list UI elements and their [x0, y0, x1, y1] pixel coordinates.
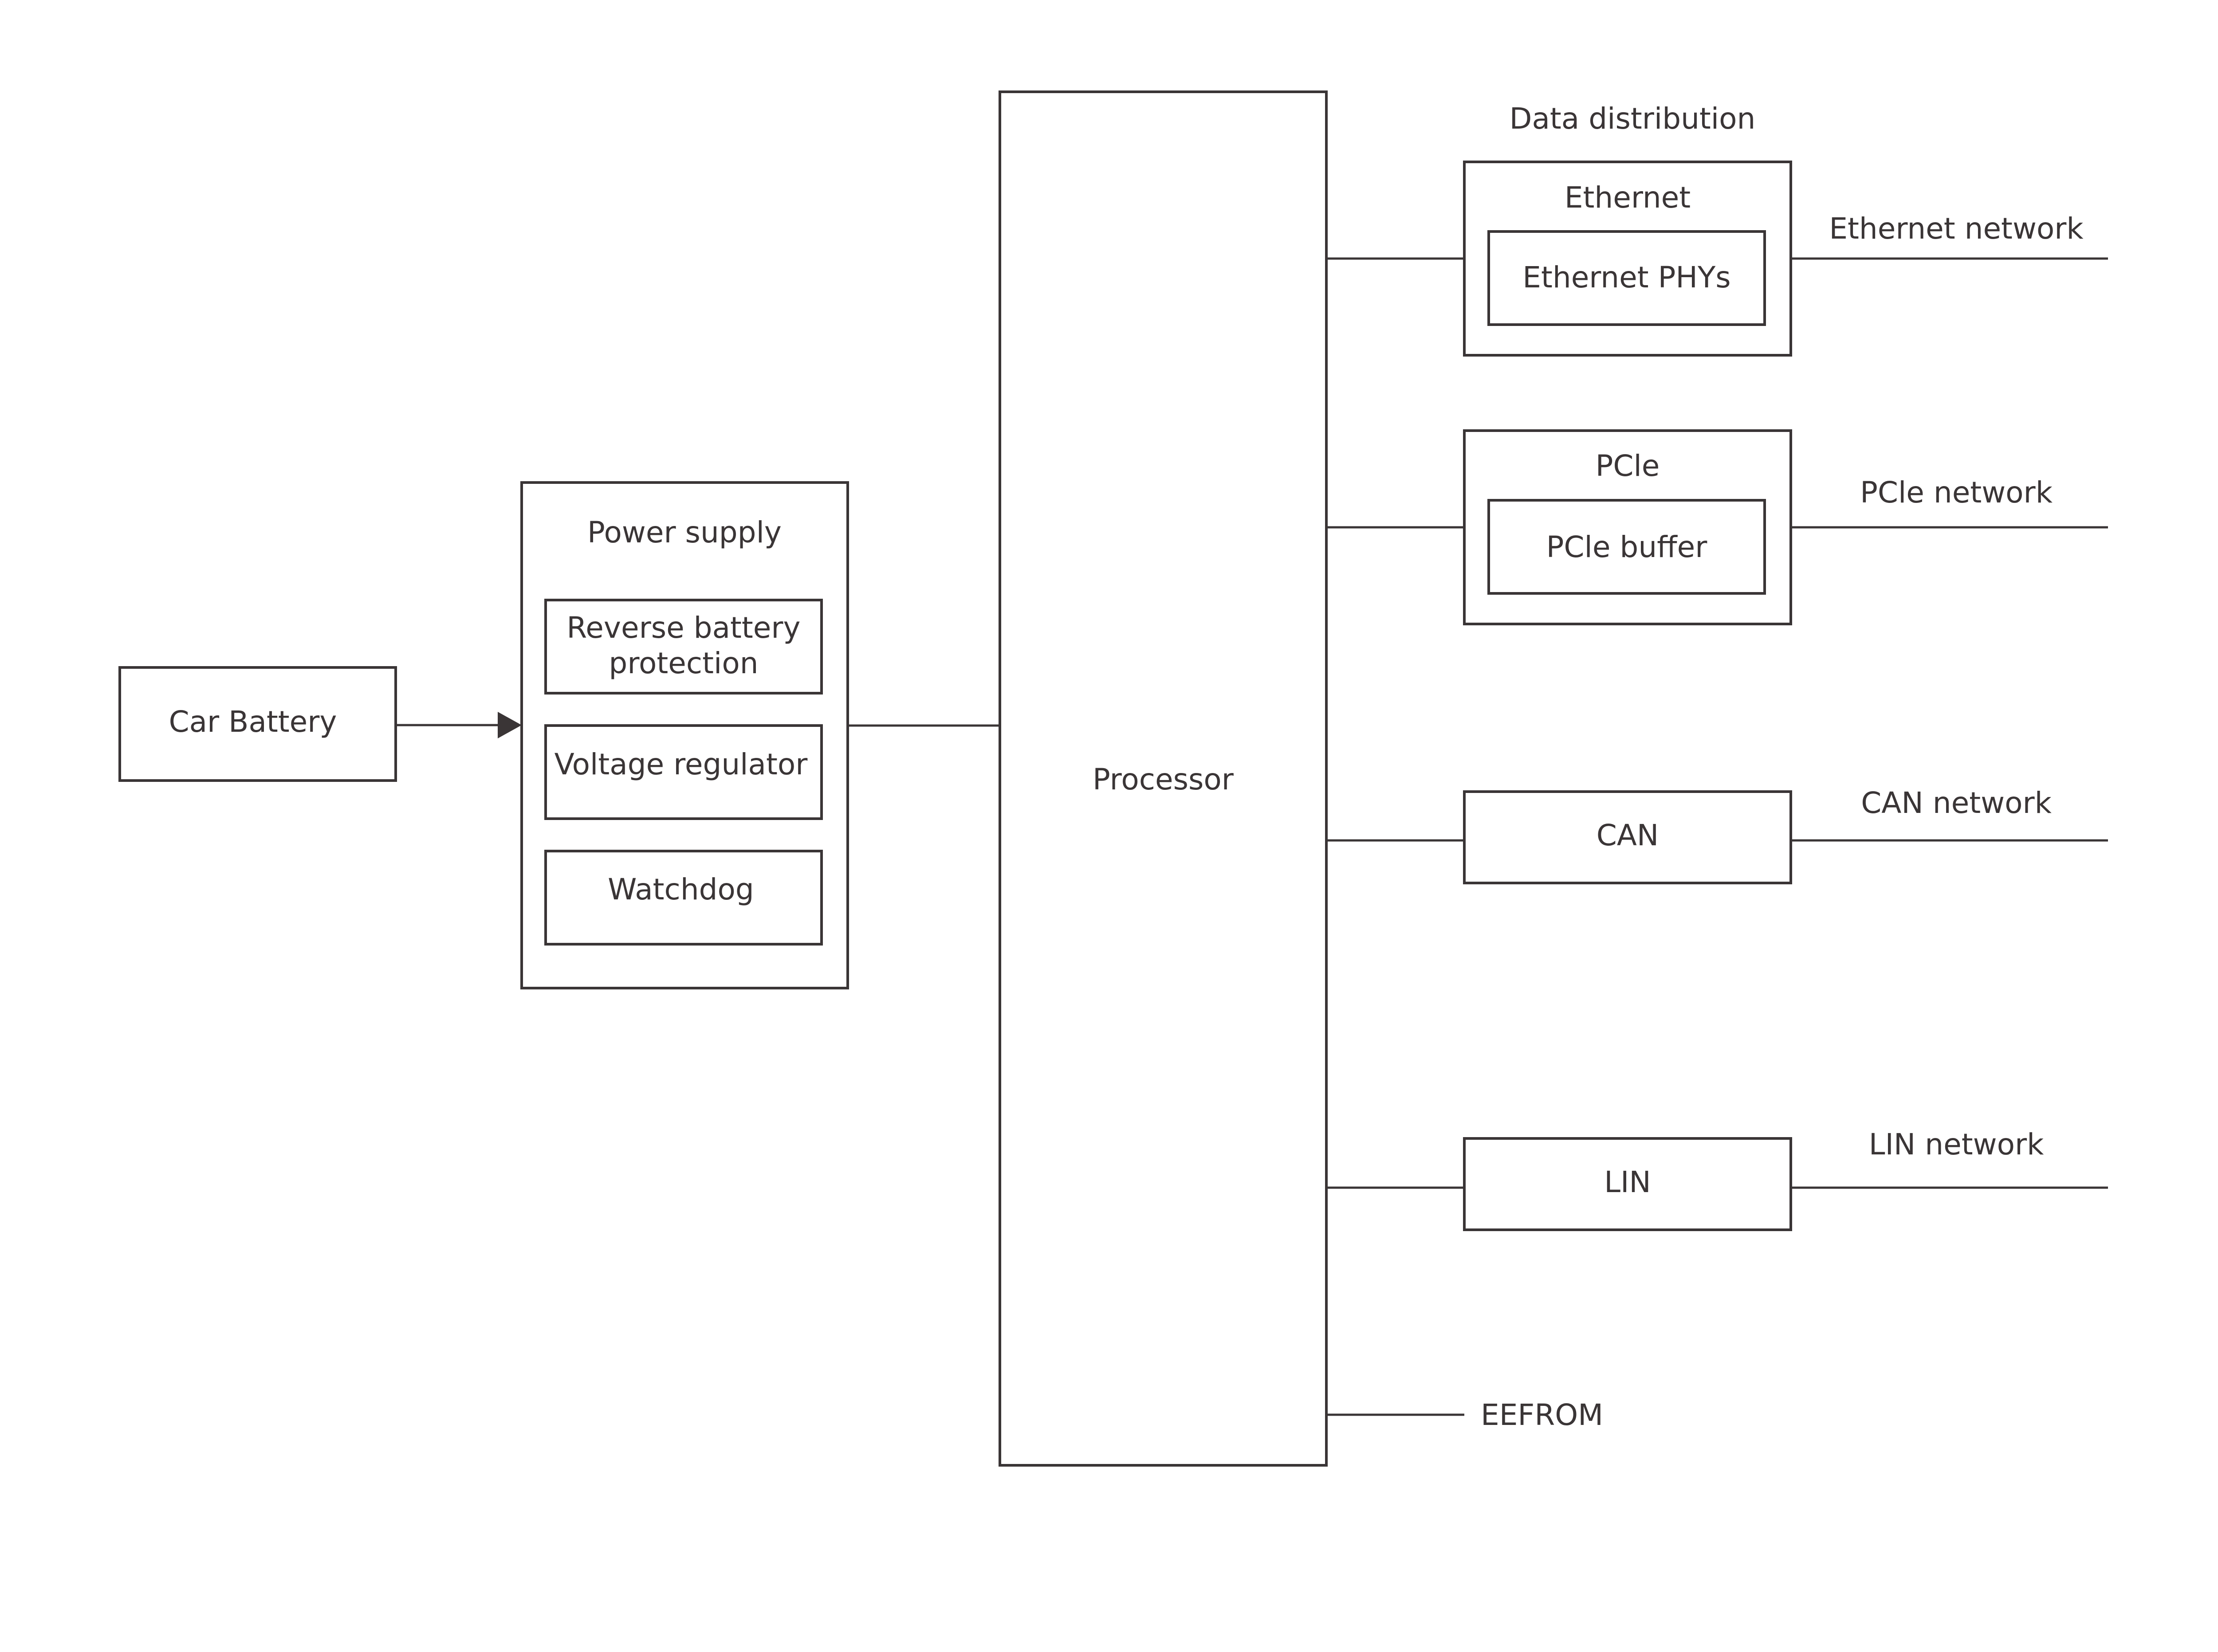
can-network-label: CAN network: [1861, 786, 2052, 820]
eefrom-block: EEFROM: [1326, 1398, 1603, 1432]
reverse-battery-label-line2: protection: [609, 646, 758, 680]
ethernet-title: Ethernet: [1565, 181, 1691, 215]
car-battery-box: [118, 666, 397, 782]
arrowhead-icon: [498, 712, 522, 738]
lin-box: [1463, 1137, 1792, 1231]
car-battery-block: Car Battery: [118, 666, 397, 782]
voltage-regulator-box: [544, 724, 823, 820]
lin-network-label: LIN network: [1869, 1127, 2044, 1162]
car-battery-label: Car Battery: [169, 705, 337, 739]
reverse-battery-box: [544, 599, 823, 695]
ethernet-phys-box: [1487, 230, 1766, 326]
voltage-regulator-label: Voltage regulator: [554, 747, 808, 781]
lin-block: LIN LIN network: [1326, 1127, 2108, 1231]
pcie-network-label: PCle network: [1860, 475, 2053, 510]
pcie-buffer-box: [1487, 499, 1766, 595]
processor-block: Processor: [999, 90, 1328, 1467]
pcie-block: PCle PCle buffer PCle network: [1326, 429, 2108, 625]
power-supply-title: Power supply: [587, 515, 782, 549]
lin-label: LIN: [1604, 1165, 1651, 1199]
ethernet-block: Ethernet Ethernet PHYs Ethernet network: [1326, 161, 2108, 357]
power-supply-block: Power supply Reverse battery protection …: [520, 481, 849, 989]
eefrom-label: EEFROM: [1481, 1398, 1603, 1432]
ethernet-network-label: Ethernet network: [1829, 212, 2084, 246]
battery-to-power-arrow: [396, 712, 522, 738]
watchdog-label: Watchdog: [608, 872, 754, 906]
watchdog-box: [544, 850, 823, 946]
pcie-title: PCle: [1596, 449, 1660, 483]
reverse-battery-label-line1: Reverse battery: [566, 611, 800, 645]
can-label: CAN: [1597, 818, 1659, 852]
processor-box: [999, 90, 1328, 1467]
can-box: [1463, 790, 1792, 884]
can-block: CAN CAN network: [1326, 786, 2108, 884]
data-distribution-title: Data distribution: [1510, 102, 1756, 136]
processor-label: Processor: [1093, 762, 1234, 797]
pcie-buffer-label: PCle buffer: [1546, 530, 1708, 564]
ethernet-phys-label: Ethernet PHYs: [1522, 260, 1730, 294]
